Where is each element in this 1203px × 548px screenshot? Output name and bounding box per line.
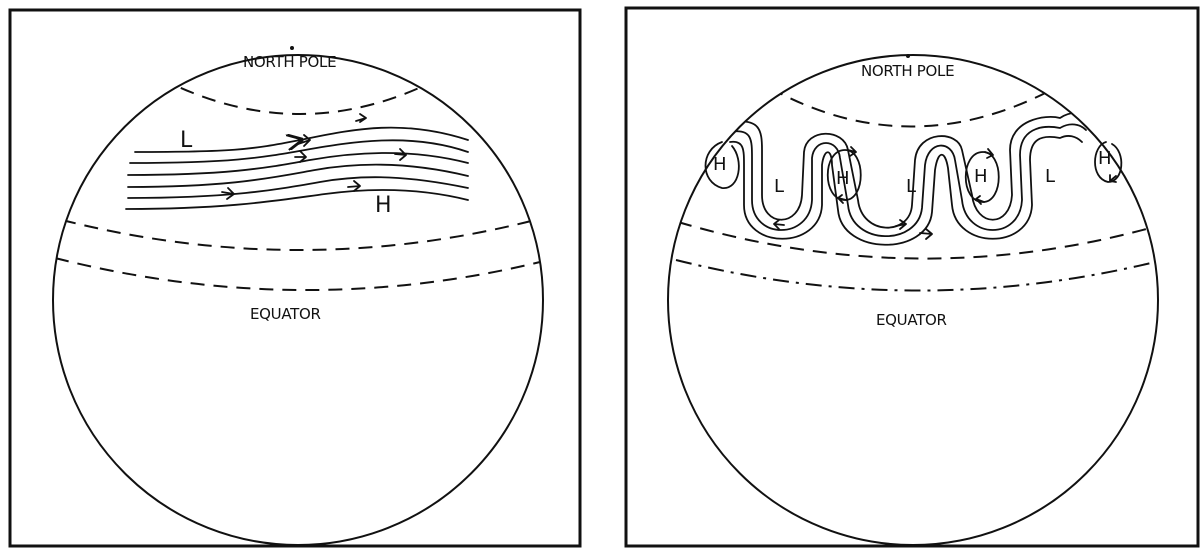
zonal-flow-lines	[126, 114, 468, 209]
flow-arrow	[774, 220, 784, 229]
flow-arrow	[222, 188, 234, 199]
high-pressure-label: H	[974, 166, 988, 187]
wave-line	[730, 113, 1092, 228]
midlatitude-boundary-line	[62, 220, 535, 250]
north-pole-dot	[290, 46, 294, 50]
high-pressure-label: H	[713, 154, 727, 175]
panel-left: NORTH POLE L H EQUATOR	[10, 10, 580, 546]
subtropical-boundary-line	[676, 260, 1155, 291]
low-pressure-label: L	[180, 128, 193, 153]
high-pressure-label: H	[1098, 148, 1112, 169]
equator-label: EQUATOR	[250, 305, 321, 323]
flow-line	[128, 165, 468, 187]
globe	[53, 55, 543, 545]
north-pole-dot	[906, 54, 910, 58]
flow-arrow	[395, 149, 406, 160]
low-pressure-label: L	[774, 176, 784, 197]
midlatitude-boundary-line	[678, 222, 1150, 259]
high-pressure-label: H	[836, 168, 850, 189]
subtropical-boundary-line	[55, 258, 540, 290]
polar-boundary-line	[160, 78, 440, 114]
panel-frame	[626, 8, 1198, 546]
north-pole-label: NORTH POLE	[243, 53, 336, 71]
high-pressure-label: H	[375, 193, 392, 218]
flow-line	[126, 190, 468, 209]
panel-right: NORTH POLE H H H H	[626, 8, 1198, 546]
flow-line	[128, 177, 468, 198]
polar-boundary-line	[770, 88, 1055, 127]
north-pole-label: NORTH POLE	[861, 62, 954, 80]
flow-arrow	[920, 229, 932, 239]
flow-arrow	[838, 195, 846, 203]
flow-arrow	[356, 114, 366, 122]
low-pressure-label: L	[906, 176, 916, 197]
panel-frame	[10, 10, 580, 546]
equator-label: EQUATOR	[876, 311, 947, 329]
flow-arrow	[348, 181, 360, 191]
low-pressure-label: L	[1045, 166, 1055, 187]
